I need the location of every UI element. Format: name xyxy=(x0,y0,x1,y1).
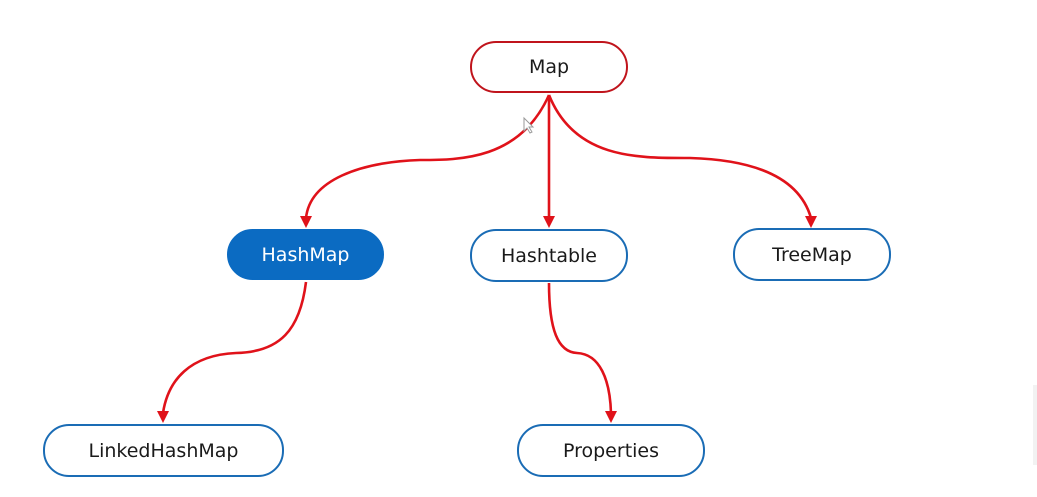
node-hashtable[interactable]: Hashtable xyxy=(470,229,628,282)
arrowhead-hashtable xyxy=(543,216,555,228)
node-linkedhashmap[interactable]: LinkedHashMap xyxy=(43,424,284,477)
node-hashmap[interactable]: HashMap xyxy=(227,229,384,280)
edge-hashtable-properties xyxy=(547,282,613,414)
node-hashtable-label: Hashtable xyxy=(501,244,597,267)
arrowhead-linkedhashmap xyxy=(157,411,169,423)
node-map-label: Map xyxy=(528,56,570,78)
scroll-edge xyxy=(1033,385,1037,465)
arrowhead-hashmap xyxy=(300,216,312,228)
node-treemap[interactable]: TreeMap xyxy=(733,228,891,281)
edge-map-hashmap xyxy=(304,94,551,219)
edge-hashmap-linkedhashmap xyxy=(161,281,308,414)
node-treemap-label: TreeMap xyxy=(772,243,852,266)
node-hashmap-label: HashMap xyxy=(261,243,350,266)
node-properties[interactable]: Properties xyxy=(517,424,705,477)
node-map[interactable]: Map xyxy=(470,41,628,93)
node-properties-label: Properties xyxy=(562,439,660,462)
mouse-cursor-icon xyxy=(523,116,535,134)
edge-map-treemap xyxy=(547,94,813,219)
arrowhead-treemap xyxy=(805,216,817,228)
node-linkedhashmap-label: LinkedHashMap xyxy=(88,439,239,462)
arrowhead-properties xyxy=(605,411,617,423)
